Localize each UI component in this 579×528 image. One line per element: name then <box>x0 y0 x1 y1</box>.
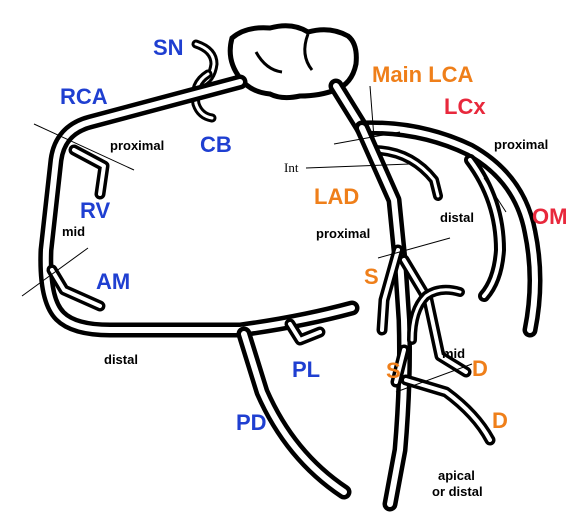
conus-branch <box>190 69 217 123</box>
segment-guide-lines <box>21 85 507 393</box>
label-sn: SN <box>153 35 184 60</box>
label-rca-mid: mid <box>62 224 85 239</box>
label-diagonal-lower: D <box>492 408 508 433</box>
label-am: AM <box>96 269 130 294</box>
label-lcx-distal: distal <box>440 210 474 225</box>
label-intermediate: Int <box>284 160 299 175</box>
label-lad-proximal: proximal <box>316 226 370 241</box>
rca-vessel <box>38 74 360 500</box>
aortic-root <box>227 23 359 101</box>
label-lcx-proximal: proximal <box>494 137 548 152</box>
label-rca-proximal: proximal <box>110 138 164 153</box>
label-lad-mid: mid <box>442 346 465 361</box>
label-diagonal-upper: D <box>472 356 488 381</box>
label-om: OM <box>532 204 567 229</box>
label-cb: CB <box>200 132 232 157</box>
label-septal-lower: S <box>386 358 401 383</box>
label-rca-distal: distal <box>104 352 138 367</box>
label-apical-line1: apical <box>438 468 475 483</box>
label-septal-upper: S <box>364 264 379 289</box>
label-rca: RCA <box>60 84 108 109</box>
label-main-lca: Main LCA <box>372 62 474 87</box>
label-pl: PL <box>292 357 320 382</box>
label-lcx: LCx <box>444 94 486 119</box>
left-coronary-vessels <box>328 78 543 512</box>
label-apical-line2: or distal <box>432 484 483 499</box>
label-pd: PD <box>236 410 267 435</box>
label-lad: LAD <box>314 184 359 209</box>
label-rv: RV <box>80 198 110 223</box>
